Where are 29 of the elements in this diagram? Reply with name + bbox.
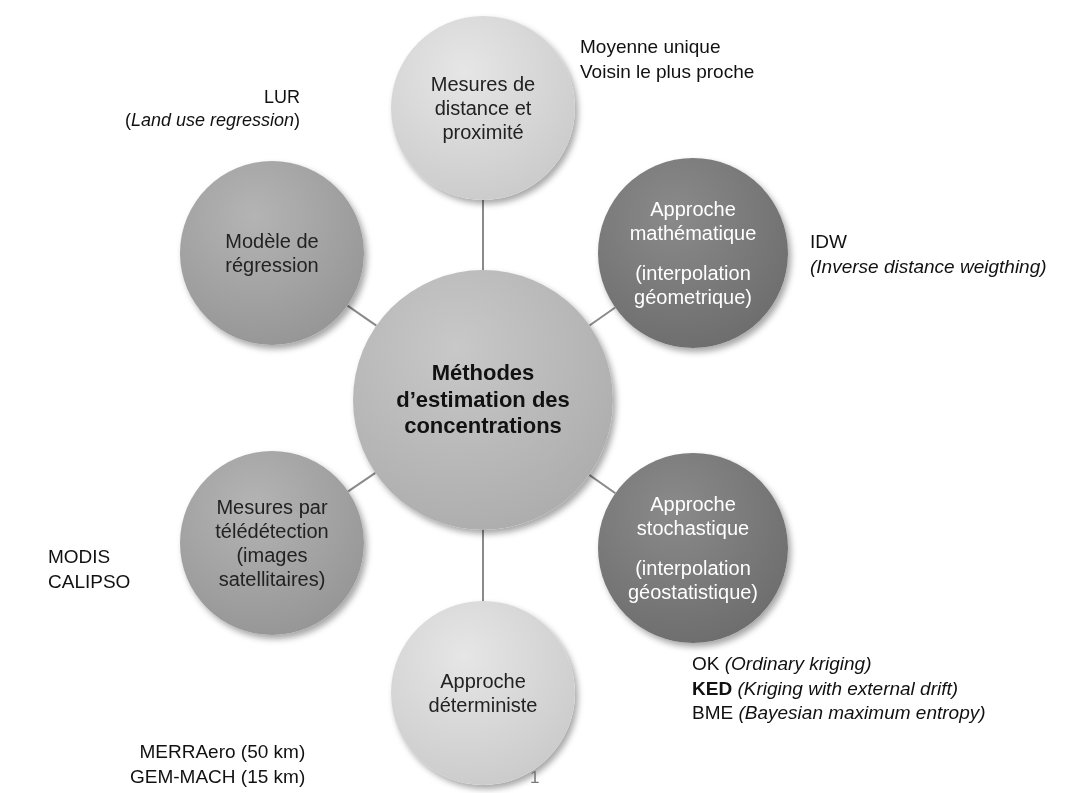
method-example: KED (Kriging with external drift) (692, 676, 960, 701)
method-example: CALIPSO (48, 569, 131, 594)
method-example: MODIS (48, 545, 112, 569)
node-text: Mesures par télédétection (images satellitaires) (214, 495, 330, 591)
central-title: Méthodes d’estimation des concentrations (395, 360, 571, 440)
page-number: 1 (530, 768, 540, 788)
node-text: (interpolation géostatistique) (626, 556, 760, 604)
method-example: OK (Ordinary kriging) (692, 652, 873, 676)
method-example: GEM-MACH (15 km) (130, 764, 306, 789)
node-text: Approche mathématique (628, 197, 758, 245)
method-example: BME (Bayesian maximum entropy) (692, 701, 986, 726)
node-text: Mesures de distance et proximité (429, 72, 537, 144)
connector-line (588, 306, 617, 327)
method-example: IDW (810, 230, 848, 254)
connector-line (347, 471, 377, 493)
connector-line (346, 304, 378, 327)
method-example: (Inverse distance weigthing) (810, 254, 1047, 279)
node-text: Modèle de régression (224, 229, 320, 277)
method-example: MERRAero (50 km) (138, 740, 306, 764)
connector-line (482, 529, 484, 602)
method-example: (Land use regression) (123, 108, 300, 131)
connector-line (482, 199, 484, 271)
method-example: Voisin le plus proche (580, 59, 755, 84)
node-text: Approche déterministe (427, 669, 539, 717)
node-text: Approche stochastique (635, 492, 751, 540)
method-example: Moyenne unique (580, 35, 722, 59)
method-example: LUR (263, 86, 300, 109)
connector-line (588, 473, 617, 495)
node-text: (interpolation géometrique) (633, 261, 753, 309)
